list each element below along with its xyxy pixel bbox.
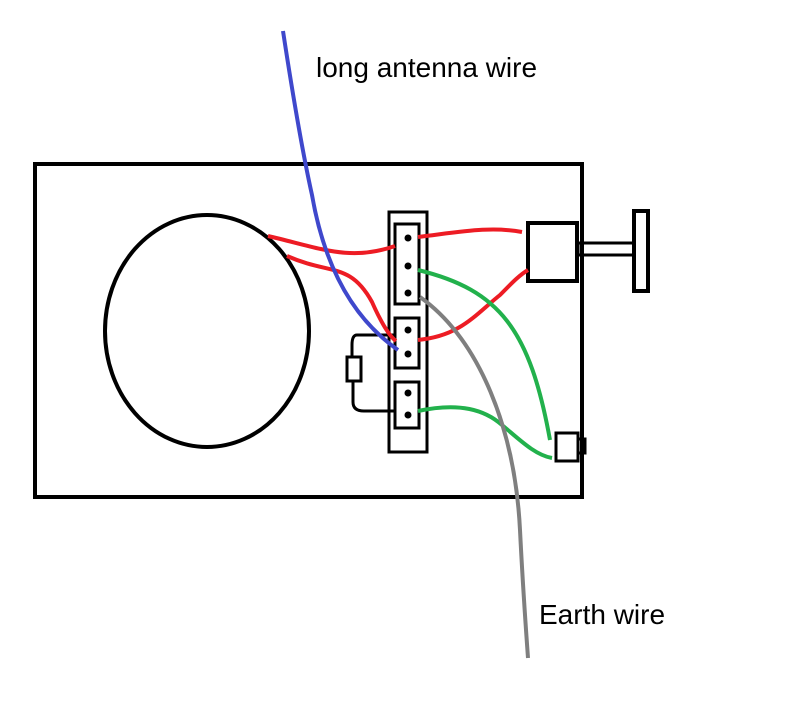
terminal-screw	[404, 262, 412, 270]
terminal-screw	[404, 289, 412, 297]
earth-wire-label: Earth wire	[539, 599, 666, 630]
terminal-screw	[404, 234, 412, 242]
earth-wire	[418, 295, 530, 659]
tuning-capacitor	[526, 221, 579, 283]
terminal-screw	[404, 389, 412, 397]
earphone-jack-tip	[576, 437, 587, 455]
terminal-block-middle	[393, 316, 421, 370]
enclosure-box	[33, 162, 584, 499]
tuning-knob	[632, 209, 650, 293]
earphone-jack	[554, 431, 580, 463]
green-wire	[417, 405, 553, 460]
antenna-wire	[281, 30, 400, 352]
terminal-screw	[404, 411, 412, 419]
speaker-coil	[103, 213, 311, 449]
resistor-link-wire	[350, 333, 395, 358]
terminal-screw	[404, 350, 412, 358]
red-wire	[267, 234, 396, 256]
red-wire	[286, 254, 398, 343]
tuning-shaft	[576, 241, 636, 257]
terminal-block-bottom	[393, 380, 421, 430]
red-wire	[417, 227, 523, 239]
antenna-wire-label: long antenna wire	[316, 52, 538, 83]
resistor	[345, 355, 363, 383]
green-wire	[417, 268, 552, 441]
red-wire	[417, 268, 530, 342]
terminal-block-top	[393, 222, 421, 306]
resistor-link-wire	[351, 381, 395, 413]
terminal-screw	[404, 326, 412, 334]
